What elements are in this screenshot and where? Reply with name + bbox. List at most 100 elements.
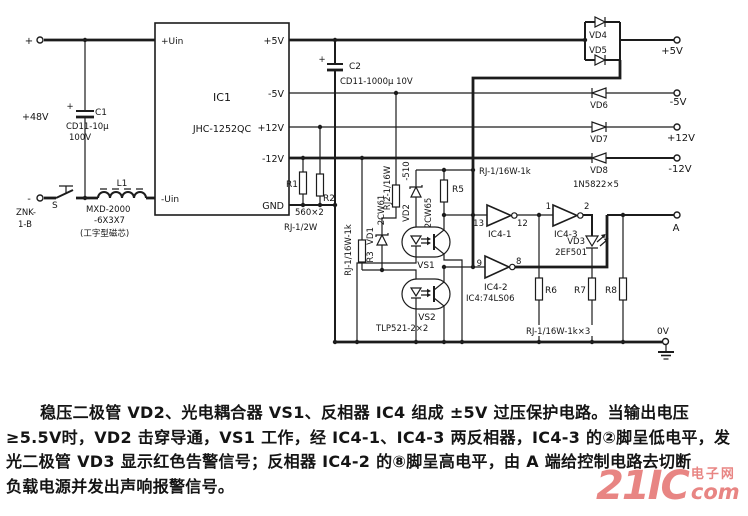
ic1-pin-n12: -12V (262, 154, 285, 165)
ic1-pin-p5: +5V (263, 36, 284, 47)
watermark-logo: 21IC 电子网 com (596, 466, 740, 506)
circuit-canvas: + - +48V + C1 CD11-10μ 100V S ZNK- 1-B (16, 16, 695, 360)
r1r2-value-label: 560×2 (295, 208, 324, 218)
caption-line-1: 稳压二极管 VD2、光电耦合器 VS1、反相器 IC4 组成 ±5V 过压保护电… (40, 403, 690, 422)
ic1-ref-label: IC1 (213, 91, 231, 104)
ic4-2-pin9-label: 9 (477, 259, 482, 269)
minus-input-terminal (36, 194, 44, 202)
vd1-ref-label: VD1 (366, 227, 376, 245)
a-terminal-group: A (607, 211, 681, 234)
r1-ref-label: R1 (286, 180, 298, 190)
rectifier-diodes: VD4 VD5 VD6 VD7 VD8 1N5822×5 +5V -5V +12… (573, 16, 695, 190)
switch-ref-label: S (52, 201, 58, 211)
sense-resistor-type-label: RJ-1/16W-1k (479, 167, 531, 177)
ic1-pin-n5: -5V (268, 89, 284, 100)
vs2-ref-label: VS2 (418, 313, 436, 323)
plus-input-terminal (36, 36, 44, 44)
protection-network: RJ-1/16W-1k R5 VD2 2CW65 RJ2-1/16W -510 … (344, 93, 531, 288)
p5v-output-label: +5V (661, 46, 683, 57)
r4-value-label: -510 (402, 161, 412, 180)
watermark-right-block: 电子网 com (690, 466, 740, 504)
zero-volt-label: 0V (657, 327, 670, 337)
r6-ref-label: R6 (545, 286, 557, 296)
c1-polarity-mark: + (66, 102, 73, 112)
p12v-terminal (673, 123, 681, 131)
caption-line-4: 负载电源并发出声响报警信号。 (6, 476, 235, 496)
zero-volt-terminal (661, 337, 670, 346)
n12v-terminal (673, 154, 681, 162)
c1-model-label: CD11-10μ (66, 122, 109, 132)
c1-rating-label: 100V (69, 133, 91, 143)
watermark-brand: 21IC (596, 463, 690, 509)
ic1-pin-uin-pos: +Uin (161, 37, 183, 47)
a-terminal-label: A (673, 223, 680, 234)
c2-polarity-mark: + (318, 55, 325, 65)
ic1-pin-p12: +12V (257, 123, 284, 134)
vs1-ref-label: VS1 (417, 261, 435, 271)
ground-rail: 0V (335, 327, 674, 360)
p12v-output-label: +12V (667, 133, 695, 144)
minus-terminal-label: - (27, 194, 31, 205)
vd7-ref-label: VD7 (590, 135, 608, 145)
caption: 稳压二极管 VD2、光电耦合器 VS1、反相器 IC4 组成 ±5V 过压保护电… (6, 401, 746, 499)
vd4-ref-label: VD4 (589, 31, 607, 41)
switch-model-line2: 1-B (18, 220, 32, 230)
c1-ref-label: C1 (95, 108, 107, 118)
ic4-1-ref-label: IC4-1 (488, 230, 512, 240)
vs-model-label: TLP521-2×2 (375, 324, 428, 334)
c2-ref-label: C2 (349, 62, 361, 72)
resistors-r1-r2: R1 R2 560×2 RJ-1/2W (284, 127, 335, 233)
n5v-terminal (673, 89, 681, 97)
l1-model-line1: MXD-2000 (86, 205, 130, 215)
n12v-output-label: -12V (668, 164, 691, 175)
l1-model-line2: -6X3X7 (94, 216, 125, 226)
ic1-pin-uin-neg: -Uin (161, 195, 179, 205)
optocoupler-vs1: VS1 (356, 215, 463, 342)
ic4-3-ref-label: IC4-3 (554, 230, 578, 240)
switch-model-line1: ZNK- (16, 208, 36, 218)
caption-line-3: 光二极管 VD3 显示红色告警信号；反相器 IC4-2 的⑧脚呈高电平，由 A … (6, 452, 692, 471)
input-voltage-label: +48V (22, 112, 49, 123)
p5v-terminal (673, 36, 681, 44)
inverter-gates: 13 12 IC4-1 1 2 IC4-3 9 8 IC4-2 IC4:74LS… (444, 202, 609, 304)
junction-dots (300, 37, 626, 345)
vd8-ref-label: VD8 (590, 166, 608, 176)
vd1-model-label: 2CW61 (377, 195, 387, 226)
vd2-model-label: 2CW65 (424, 198, 434, 229)
r5-ref-label: R5 (452, 185, 464, 195)
ic1-pin-gnd: GND (262, 201, 284, 212)
inductor-l1: L1 MXD-2000 -6X3X7 (工字型磁芯) (80, 179, 155, 239)
r2-ref-label: R2 (323, 194, 335, 204)
l1-core-note: (工字型磁芯) (80, 228, 129, 239)
ic4-1-pin13-label: 13 (473, 219, 484, 229)
ic4-2-ref-label: IC4-2 (484, 283, 508, 293)
watermark-com: com (690, 480, 740, 504)
vd2-ref-label: VD2 (402, 204, 412, 222)
ic4-2-pin8-label: 8 (516, 257, 521, 267)
capacitor-c1: + C1 CD11-10μ 100V (66, 40, 109, 198)
c2-model-label: CD11-1000μ 10V (340, 77, 413, 87)
ic4-3-pin1-label: 1 (546, 202, 551, 212)
ic4-model-label: IC4:74LS06 (466, 294, 514, 304)
led-vd3: VD3 2EF501 (555, 234, 609, 278)
r1r2-type-label: RJ-1/2W (284, 223, 318, 233)
r4-type-label: RJ2-1/16W (383, 165, 393, 210)
n5v-output-label: -5V (670, 97, 687, 108)
watermark-site-name: 电子网 (690, 467, 736, 482)
input-section: + - +48V + C1 CD11-10μ 100V S ZNK- 1-B (16, 36, 155, 239)
r3-type-label: RJ-1/16W-1k (344, 224, 354, 276)
plus-terminal-label: + (25, 36, 33, 47)
ic1-model-label: JHC-1252QC (192, 124, 252, 135)
output-rails (289, 38, 674, 267)
caption-line-2: ≥5.5V时，VD2 击穿导通，VS1 工作，经 IC4-1、IC4-3 两反相… (6, 427, 731, 447)
r3-ref-label: R3 (366, 251, 376, 262)
r8-ref-label: R8 (605, 286, 617, 296)
ic4-1-pin12-label: 12 (517, 219, 528, 229)
vd3-ref-label: VD3 (567, 237, 585, 247)
ic1-module: +Uin -Uin IC1 JHC-1252QC +5V -5V +12V -1… (154, 22, 290, 216)
vd3-model-label: 2EF501 (555, 248, 587, 258)
optocoupler-vs2: VS2 TLP521-2×2 (375, 267, 451, 342)
ic4-3-pin2-label: 2 (584, 202, 589, 212)
resistors-r6-r7-r8: R6 R7 R8 RJ-1/16W-1k×3 (524, 215, 628, 342)
